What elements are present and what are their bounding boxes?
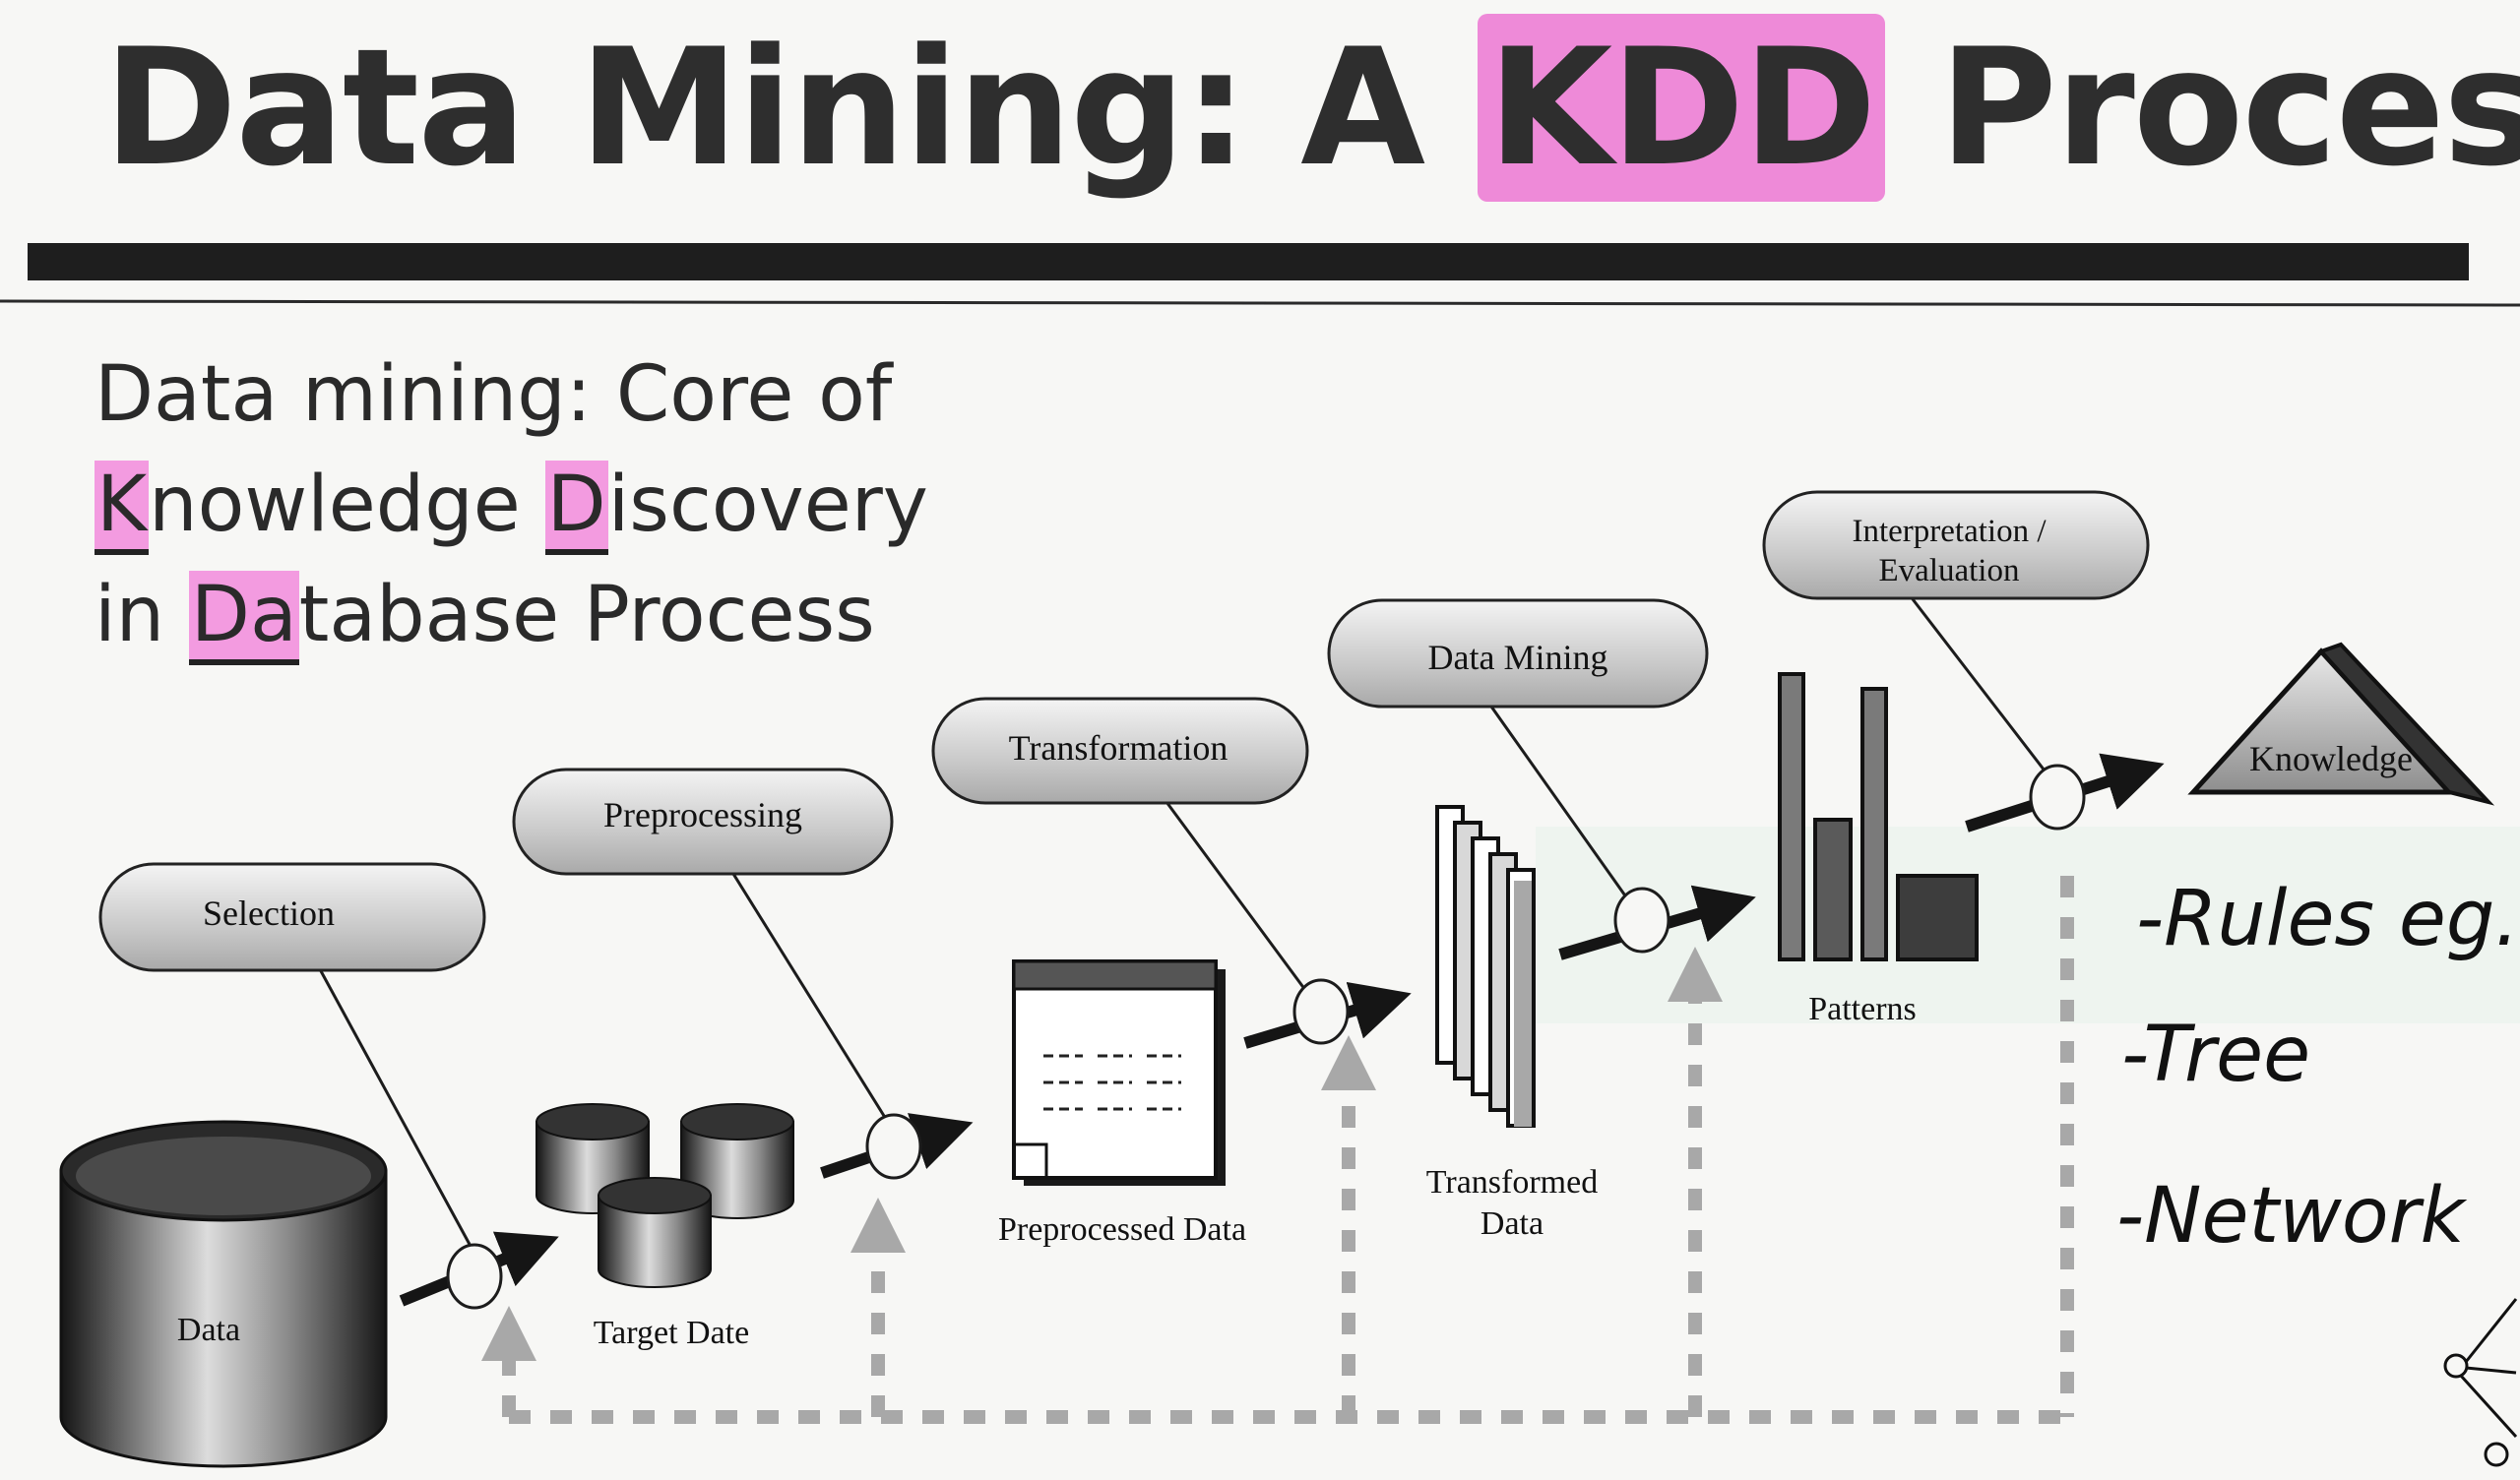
subtitle-line-2: Knowledge Discovery <box>94 450 928 560</box>
step-transformation: Transformation <box>931 697 1309 805</box>
handwritten-notes: -Rules eg.if A -Tree -Network <box>2116 875 2520 1261</box>
stage-preprocessed-label: Preprocessed Data <box>998 1211 1246 1248</box>
title-highlight: KDD <box>1478 14 1885 202</box>
title-rule <box>28 243 2469 280</box>
step-data-mining: Data Mining <box>1327 598 1709 709</box>
transformed-strips-icon <box>1435 805 1536 1128</box>
step-transformation-label: Transformation <box>1009 728 1228 768</box>
joint-ellipses <box>446 764 2086 1310</box>
note-tree: -Tree <box>2121 1011 2310 1099</box>
subtitle-line-3: in Database Process <box>94 560 928 670</box>
target-data-cylinders-icon <box>536 1103 794 1288</box>
note-rules: -Rules eg.if A <box>2136 875 2520 963</box>
subtitle-line-1: Data mining: Core of <box>94 350 893 439</box>
step-data-mining-label: Data Mining <box>1428 638 1608 677</box>
stage-patterns-label: Patterns <box>1808 991 1917 1027</box>
connector-lines <box>318 594 2059 1251</box>
subtitle-hl-k: K <box>94 461 150 555</box>
note-network: -Network <box>2116 1172 2468 1261</box>
stage-transformed-label-2: Data <box>1480 1205 1544 1242</box>
subtitle: Data mining: Core of Knowledge Discovery… <box>94 339 928 670</box>
step-interpretation-label-1: Interpretation / <box>1852 514 2047 549</box>
stage-data-label: Data <box>177 1312 240 1348</box>
step-selection: Selection <box>98 862 486 972</box>
step-interpretation-label-2: Evaluation <box>1879 553 2020 588</box>
step-interpretation: Interpretation / Evaluation <box>1762 490 2150 600</box>
step-preprocessing-label: Preprocessing <box>603 795 802 834</box>
title-suffix: Process <box>1938 14 2520 202</box>
divider-line <box>0 299 2520 307</box>
step-preprocessing: Preprocessing <box>512 768 894 876</box>
subtitle-hl-da: Da <box>188 571 299 665</box>
subtitle-hl-d: D <box>544 461 608 555</box>
preprocessed-sheet-icon <box>1012 959 1226 1186</box>
stage-transformed-label-1: Transformed <box>1426 1164 1598 1201</box>
stage-knowledge-label: Knowledge <box>2249 739 2413 778</box>
subtitle-text: tabase Process <box>298 571 875 659</box>
title-prefix: Data Mining: A <box>103 14 1425 202</box>
network-sketch-icon <box>2443 1298 2518 1467</box>
subtitle-text: nowledge <box>149 461 545 549</box>
subtitle-text: iscovery <box>607 461 928 549</box>
slide-title: Data Mining: A KDD Process <box>103 12 2520 206</box>
stage-target-label: Target Date <box>594 1315 749 1351</box>
patterns-bars-icon <box>1778 672 1979 961</box>
subtitle-text: in <box>94 571 189 659</box>
feedback-paths <box>481 876 2074 1424</box>
knowledge-triangle-icon: Knowledge <box>2187 642 2495 806</box>
data-cylinder-icon <box>59 1120 388 1468</box>
step-selection-label: Selection <box>203 894 335 933</box>
